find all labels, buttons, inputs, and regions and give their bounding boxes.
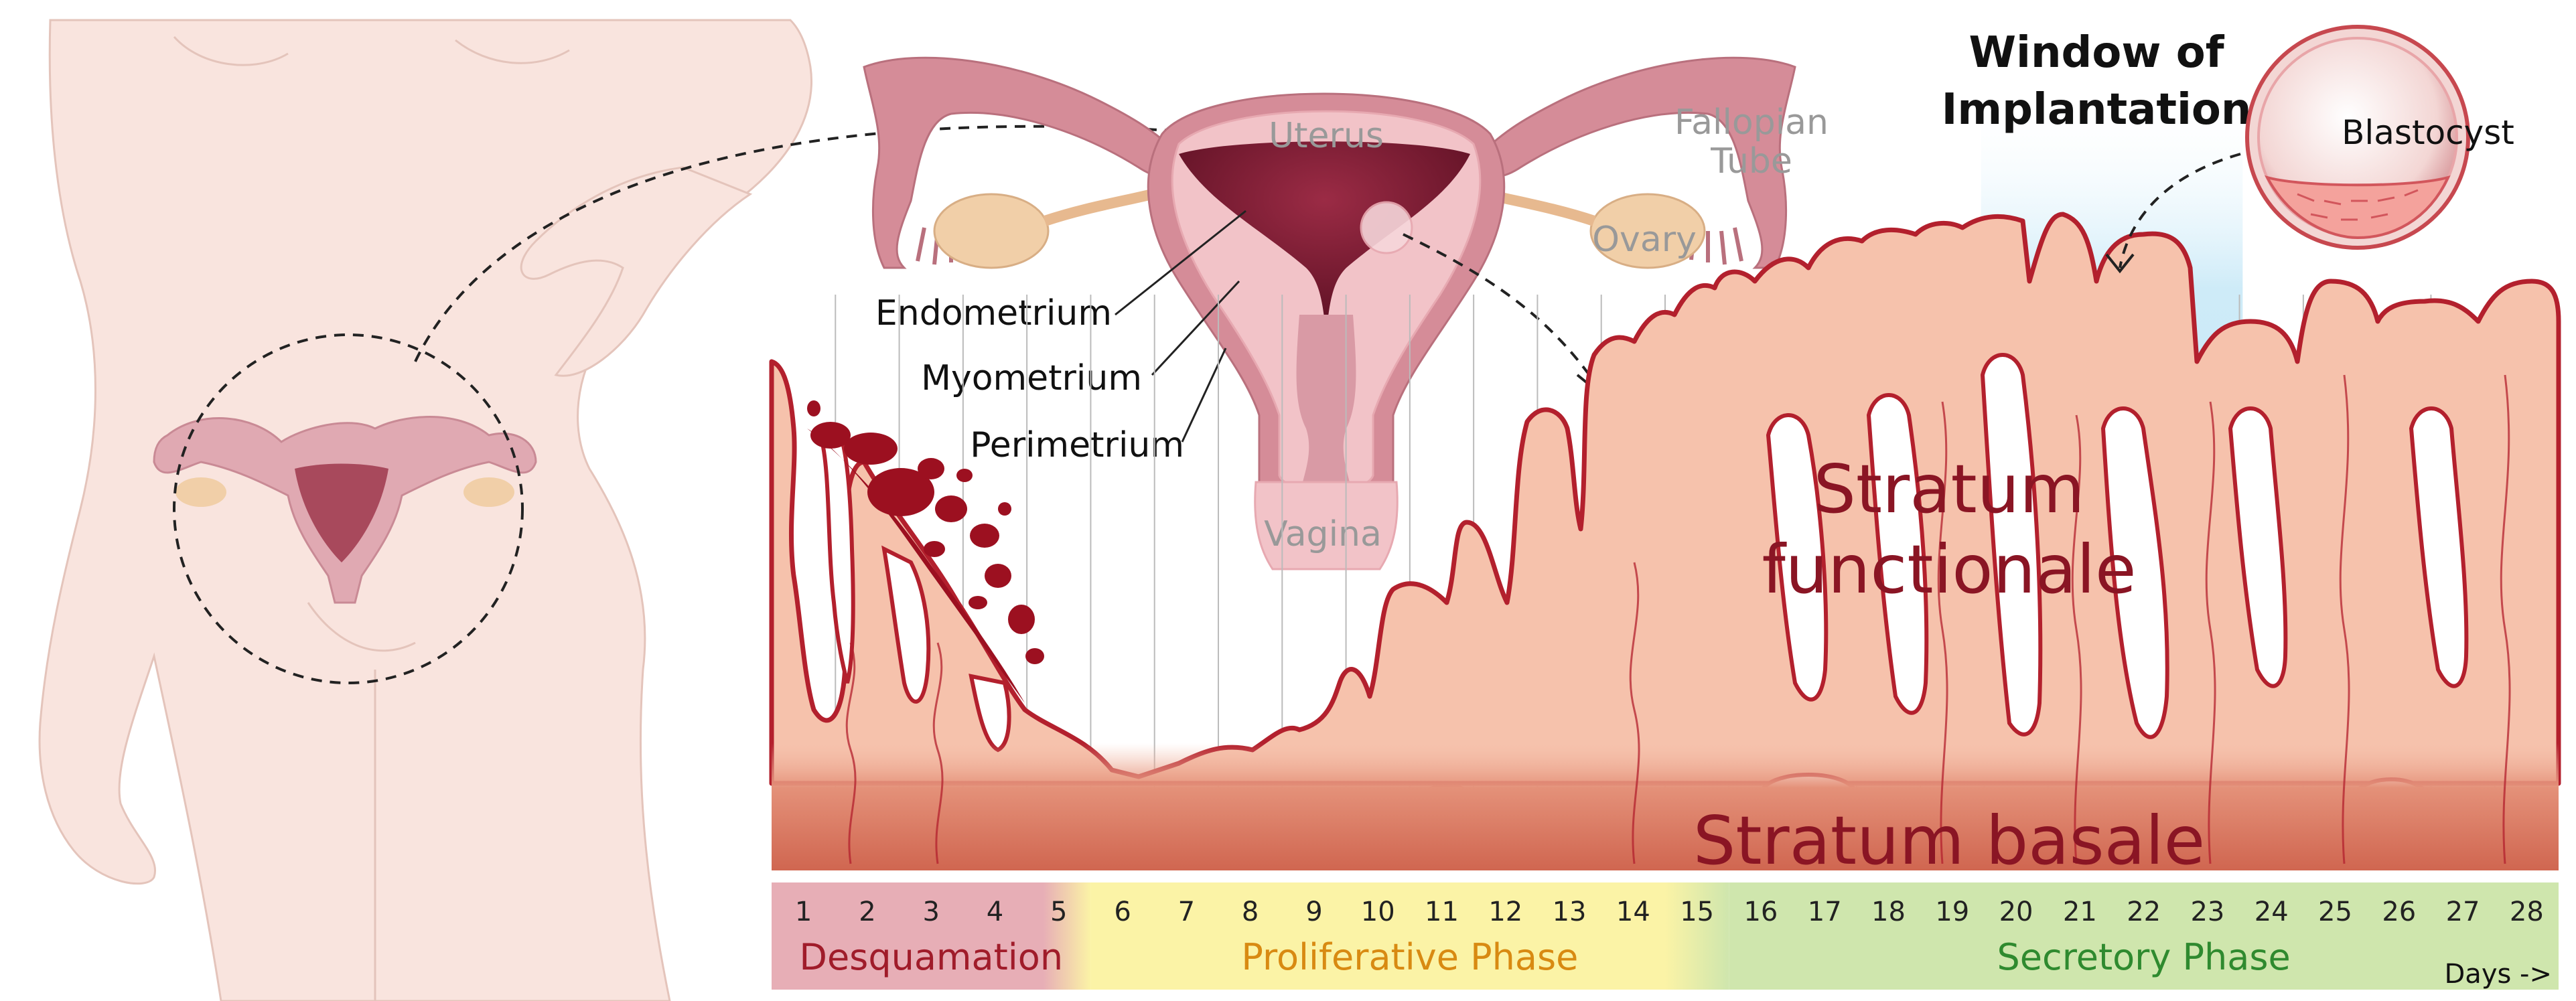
day-label: 4 (987, 897, 1003, 927)
day-label: 21 (2063, 897, 2097, 927)
day-label: 1 (795, 897, 812, 927)
phase-band-1 (772, 882, 1091, 990)
day-label: 8 (1242, 897, 1259, 927)
blastocyst-arrow (2119, 153, 2241, 268)
day-label: 22 (2127, 897, 2161, 927)
phase-band-2 (1090, 882, 1729, 990)
day-label: 16 (1743, 897, 1778, 927)
label-uterus: Uterus (1269, 116, 1384, 156)
right-ovary (1589, 193, 1706, 269)
day-label: 23 (2190, 897, 2224, 927)
label-endometrium: Endometrium (875, 293, 1112, 333)
day-label: 24 (2255, 897, 2289, 927)
day-label: 5 (1050, 897, 1067, 927)
day-label: 7 (1178, 897, 1195, 927)
label-fallopian-1: Fallopian (1674, 102, 1829, 143)
day-label: 26 (2382, 897, 2416, 927)
label-ovary: Ovary (1592, 220, 1697, 260)
label-stratum-basale: Stratum basale (1693, 801, 2205, 880)
day-label: 10 (1361, 897, 1395, 927)
day-label: 12 (1488, 897, 1522, 927)
phase-labels: Desquamation Proliferative Phase Secretory… (799, 936, 2290, 978)
blastocyst-illustration (2245, 25, 2470, 250)
phase-band-3 (1729, 882, 2559, 990)
label-days-axis: Days -> (2445, 959, 2553, 990)
day-label: 3 (922, 897, 939, 927)
day-label: 15 (1680, 897, 1714, 927)
left-ovary (933, 193, 1050, 269)
label-window-2: Implantation (1942, 85, 2252, 135)
day-label: 6 (1114, 897, 1131, 927)
day-label: 9 (1305, 897, 1322, 927)
day-label: 20 (1999, 897, 2033, 927)
day-label: 19 (1935, 897, 1969, 927)
label-stratum-functionale-2: functionale (1762, 530, 2136, 609)
day-label: 13 (1553, 897, 1587, 927)
phase-label-1: Desquamation (799, 936, 1063, 978)
label-fallopian-2: Tube (1710, 141, 1792, 181)
label-vagina: Vagina (1264, 514, 1382, 554)
day-label: 2 (859, 897, 875, 927)
label-stratum-functionale-1: Stratum (1813, 450, 2084, 528)
label-myometrium: Myometrium (921, 358, 1142, 398)
day-label: 27 (2446, 897, 2480, 927)
label-window-1: Window of (1969, 28, 2224, 78)
phase-bands (772, 882, 2559, 990)
small-uterus-illustration (153, 416, 537, 604)
day-label: 28 (2510, 897, 2544, 927)
day-label: 25 (2318, 897, 2352, 927)
endometrium-tissue (769, 212, 2561, 870)
phase-label-2: Proliferative Phase (1241, 936, 1578, 978)
uterus-illustration (863, 56, 1796, 570)
zoom-circle (173, 333, 524, 684)
day-label: 18 (1871, 897, 1906, 927)
phase-label-3: Secretory Phase (1997, 936, 2291, 978)
day-label: 11 (1425, 897, 1459, 927)
day-label: 14 (1616, 897, 1650, 927)
label-blastocyst: Blastocyst (2342, 113, 2514, 152)
label-perimetrium: Perimetrium (970, 425, 1184, 465)
day-label: 17 (1808, 897, 1842, 927)
shed-blood-clots (807, 400, 1044, 703)
detail-arrow (1403, 233, 1595, 383)
body-silhouette (38, 19, 812, 1001)
zoom-arrow (414, 125, 1220, 362)
